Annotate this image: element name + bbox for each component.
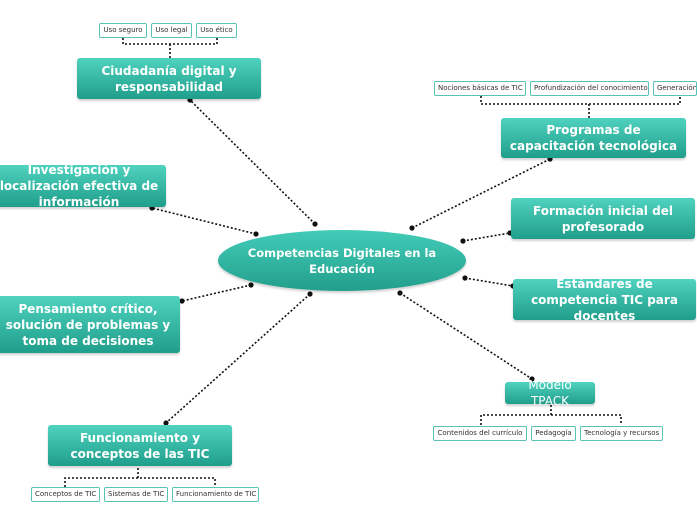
node-formacion-label: Formación inicial del profesorado [533, 203, 673, 234]
link-investigacion [151, 207, 257, 235]
node-estandares-label: Estándares de competencia TIC para docen… [531, 276, 678, 323]
tag-uso-etico[interactable]: Uso ético [196, 23, 237, 38]
node-tpack[interactable]: Modelo TPACK [505, 378, 595, 408]
node-programas-label: Programas de capacitación tecnológica [509, 123, 678, 153]
link-formacion [462, 232, 511, 242]
tag-profundizacion[interactable]: Profundización del conocimiento [530, 81, 649, 96]
tag-pedagogia[interactable]: Pedagogía [531, 426, 576, 441]
central-topic[interactable]: Competencias Digitales en la Educación [218, 230, 466, 291]
node-ciudadania-label: Ciudadanía digital y responsabilidad [101, 63, 237, 94]
node-pensamiento-label: Pensamiento crítico, solución de problem… [5, 301, 171, 348]
node-ciudadania[interactable]: Ciudadanía digital y responsabilidad [77, 58, 261, 99]
tag-funcionamiento-tic[interactable]: Funcionamiento de TIC [172, 487, 259, 502]
tag-uso-legal[interactable]: Uso legal [151, 23, 192, 38]
tag-generacion[interactable]: Generación [653, 81, 697, 96]
tag-conceptos-tic[interactable]: Conceptos de TIC [31, 487, 100, 502]
node-investigacion[interactable]: Investigación y localización efectiva de… [0, 163, 166, 209]
tag-nociones-basicas[interactable]: Nociones básicas de TIC [434, 81, 526, 96]
bracket-funcionamiento [64, 466, 216, 487]
bracket-programas [480, 96, 681, 118]
node-tpack-label: Modelo TPACK [528, 378, 572, 408]
node-investigacion-label: Investigación y localización efectiva de… [0, 163, 159, 209]
central-topic-label: Competencias Digitales en la Educación [247, 245, 437, 276]
tag-contenidos-curriculo[interactable]: Contenidos del currículo [433, 426, 527, 441]
link-estandares [464, 277, 514, 287]
node-funcionamiento-label: Funcionamiento y conceptos de las TIC [70, 430, 210, 461]
link-funcionamiento [165, 293, 311, 424]
node-formacion[interactable]: Formación inicial del profesorado [511, 198, 695, 239]
link-ciudadania [189, 99, 316, 225]
bracket-tpack [480, 404, 622, 425]
link-pensamiento [181, 284, 252, 302]
node-funcionamiento[interactable]: Funcionamiento y conceptos de las TIC [48, 425, 232, 466]
node-programas[interactable]: Programas de capacitación tecnológica [501, 118, 686, 158]
tag-uso-seguro[interactable]: Uso seguro [99, 23, 147, 38]
bracket-ciudadania [122, 38, 218, 58]
node-estandares[interactable]: Estándares de competencia TIC para docen… [513, 277, 696, 323]
tag-sistemas-tic[interactable]: Sistemas de TIC [104, 487, 168, 502]
node-pensamiento[interactable]: Pensamiento crítico, solución de problem… [0, 296, 180, 353]
link-programas [411, 158, 551, 229]
tag-tecnologia-recursos[interactable]: Tecnología y recursos [580, 426, 663, 441]
